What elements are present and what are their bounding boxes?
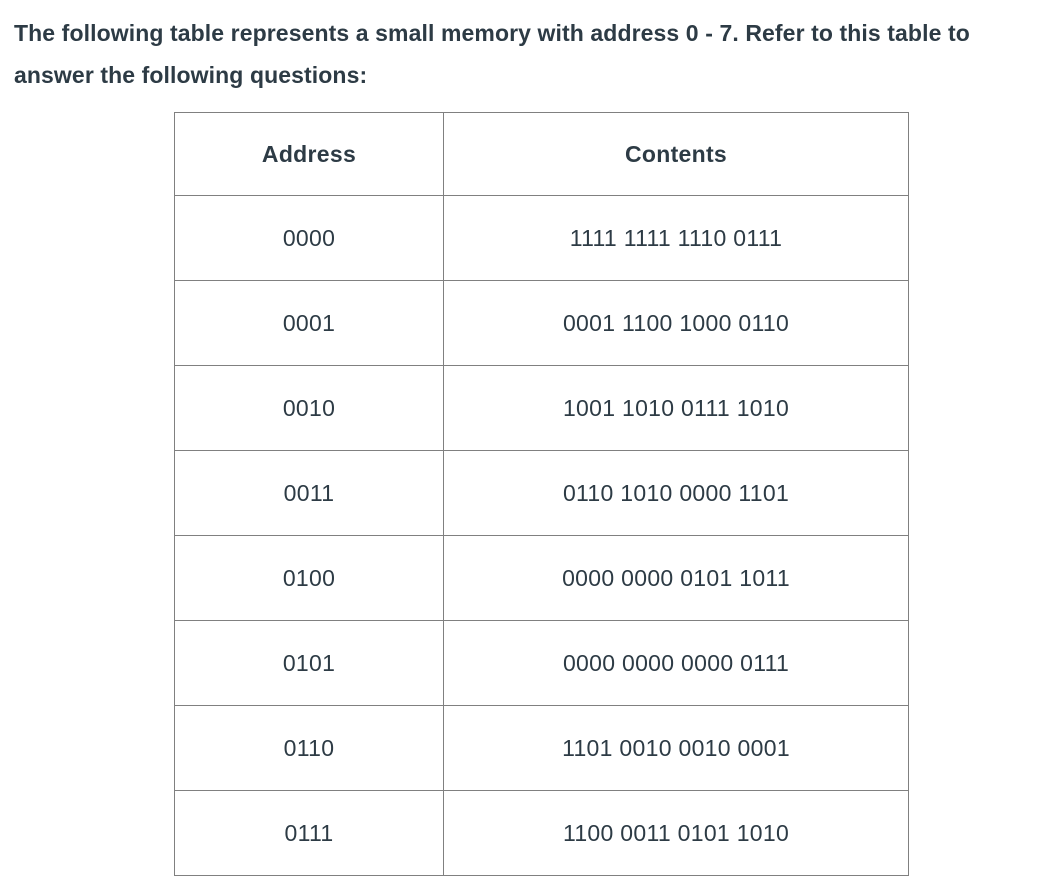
memory-table: Address Contents 0000 1111 1111 1110 011… bbox=[174, 112, 909, 876]
address-cell: 0001 bbox=[174, 280, 444, 366]
contents-cell: 0000 0000 0101 1011 bbox=[443, 535, 909, 621]
table-header-row: Address Contents bbox=[174, 112, 909, 196]
address-cell: 0101 bbox=[174, 620, 444, 706]
table-row: 0000 1111 1111 1110 0111 bbox=[174, 195, 909, 281]
contents-cell: 1001 1010 0111 1010 bbox=[443, 365, 909, 451]
contents-cell: 1101 0010 0010 0001 bbox=[443, 705, 909, 791]
contents-cell: 1100 0011 0101 1010 bbox=[443, 790, 909, 876]
contents-cell: 1111 1111 1110 0111 bbox=[443, 195, 909, 281]
table-row: 0011 0110 1010 0000 1101 bbox=[174, 450, 909, 536]
address-cell: 0110 bbox=[174, 705, 444, 791]
table-row: 0010 1001 1010 0111 1010 bbox=[174, 365, 909, 451]
table-row: 0001 0001 1100 1000 0110 bbox=[174, 280, 909, 366]
address-cell: 0100 bbox=[174, 535, 444, 621]
contents-cell: 0000 0000 0000 0111 bbox=[443, 620, 909, 706]
table-row: 0100 0000 0000 0101 1011 bbox=[174, 535, 909, 621]
intro-text: The following table represents a small m… bbox=[14, 20, 970, 88]
address-cell: 0011 bbox=[174, 450, 444, 536]
table-row: 0111 1100 0011 0101 1010 bbox=[174, 790, 909, 876]
address-cell: 0010 bbox=[174, 365, 444, 451]
address-cell: 0111 bbox=[174, 790, 444, 876]
column-header-address: Address bbox=[174, 112, 444, 196]
table-row: 0101 0000 0000 0000 0111 bbox=[174, 620, 909, 706]
contents-cell: 0001 1100 1000 0110 bbox=[443, 280, 909, 366]
address-cell: 0000 bbox=[174, 195, 444, 281]
table-row: 0110 1101 0010 0010 0001 bbox=[174, 705, 909, 791]
contents-cell: 0110 1010 0000 1101 bbox=[443, 450, 909, 536]
column-header-contents: Contents bbox=[443, 112, 909, 196]
